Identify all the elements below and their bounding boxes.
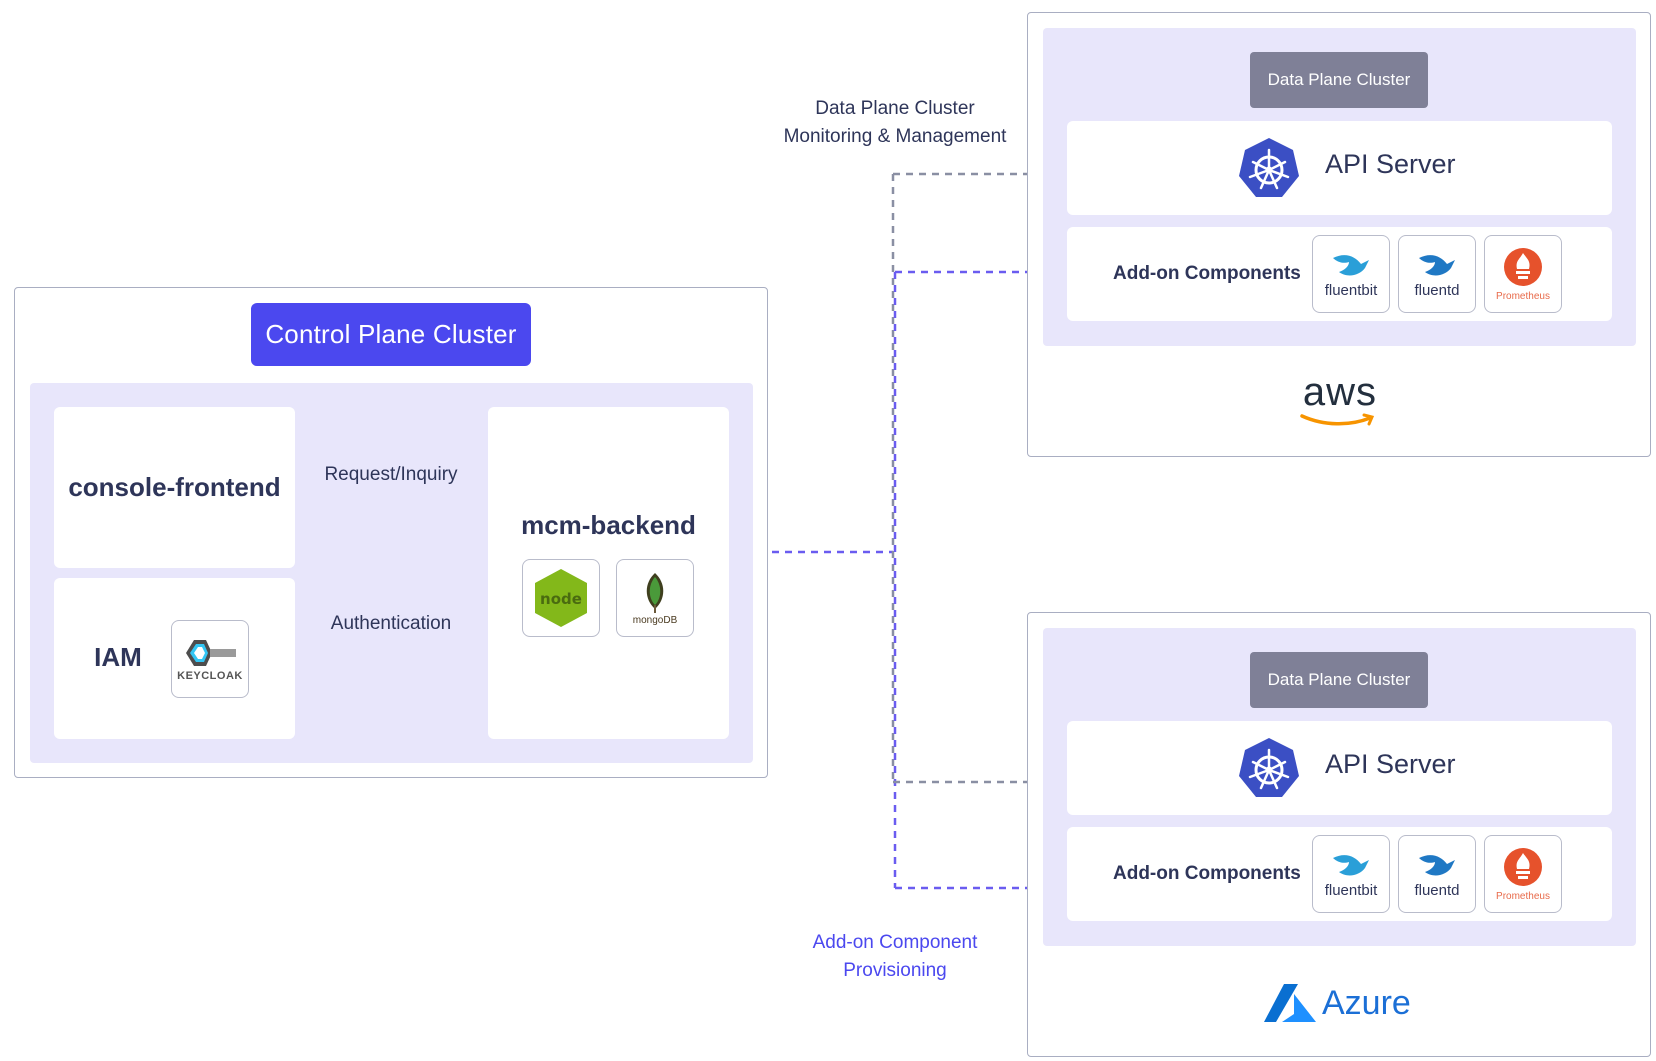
addons-card-azure: Add-on Components fluentbit fluentd Prom… bbox=[1067, 827, 1612, 921]
fluentd-logo: fluentd bbox=[1398, 835, 1476, 913]
prometheus-logo: Prometheus bbox=[1484, 835, 1562, 913]
aws-smile-icon bbox=[1300, 413, 1375, 426]
api-server-card-aws: API Server bbox=[1067, 121, 1612, 215]
iam-card: IAM KEYCLOAK bbox=[54, 578, 295, 739]
addons-card-aws: Add-on Components fluentbit fluentd Prom… bbox=[1067, 227, 1612, 321]
azure-text: Azure bbox=[1322, 983, 1411, 1022]
aws-text: aws bbox=[1302, 370, 1378, 414]
fluentbit-text: fluentbit bbox=[1324, 881, 1378, 899]
kubernetes-icon bbox=[1239, 738, 1299, 797]
svg-text:node: node bbox=[540, 590, 582, 608]
prometheus-text: Prometheus bbox=[1496, 890, 1550, 902]
keycloak-logo: KEYCLOAK bbox=[171, 620, 249, 698]
nodejs-logo: node bbox=[522, 559, 600, 637]
aws-logo: aws bbox=[1290, 372, 1390, 428]
mongodb-icon bbox=[646, 572, 664, 613]
api-server-label-azure: API Server bbox=[1325, 749, 1456, 779]
provisioning-label-line2: Provisioning bbox=[843, 960, 947, 981]
azure-logo: Azure bbox=[1264, 980, 1424, 1026]
data-plane-aws-title: Data Plane Cluster bbox=[1250, 52, 1428, 108]
mongodb-logo: mongoDB bbox=[616, 559, 694, 637]
mcm-backend-card: mcm-backend node mongoDB bbox=[488, 407, 729, 739]
fluentbit-text: fluentbit bbox=[1324, 281, 1378, 299]
prometheus-icon bbox=[1504, 847, 1542, 886]
keycloak-icon bbox=[186, 640, 236, 666]
fluentd-icon bbox=[1419, 254, 1455, 275]
data-plane-azure-title: Data Plane Cluster bbox=[1250, 652, 1428, 708]
prometheus-text: Prometheus bbox=[1496, 290, 1550, 302]
keycloak-text: KEYCLOAK bbox=[177, 670, 243, 682]
prometheus-logo: Prometheus bbox=[1484, 235, 1562, 313]
api-server-card-azure: API Server bbox=[1067, 721, 1612, 815]
console-frontend-card: console-frontend bbox=[54, 407, 295, 568]
prometheus-icon bbox=[1504, 247, 1542, 286]
mongodb-text: mongoDB bbox=[632, 614, 678, 626]
monitoring-label-line1: Data Plane Cluster bbox=[815, 98, 975, 119]
fluentbit-logo: fluentbit bbox=[1312, 235, 1390, 313]
fluentbit-icon bbox=[1333, 254, 1369, 275]
fluentd-icon bbox=[1419, 854, 1455, 875]
control-plane-title: Control Plane Cluster bbox=[251, 303, 531, 366]
console-frontend-label: console-frontend bbox=[68, 472, 281, 502]
fluentd-text: fluentd bbox=[1414, 281, 1460, 299]
iam-label: IAM bbox=[94, 641, 142, 672]
fluentd-logo: fluentd bbox=[1398, 235, 1476, 313]
request-label: Request/Inquiry bbox=[324, 464, 458, 485]
monitoring-label-line2: Monitoring & Management bbox=[783, 126, 1007, 147]
fluentd-text: fluentd bbox=[1414, 881, 1460, 899]
fluentbit-logo: fluentbit bbox=[1312, 835, 1390, 913]
auth-label: Authentication bbox=[330, 613, 452, 634]
azure-icon bbox=[1264, 984, 1316, 1022]
mcm-backend-label: mcm-backend bbox=[521, 509, 696, 540]
monitoring-label: Data Plane Cluster Monitoring & Manageme… bbox=[760, 95, 1030, 151]
fluentbit-icon bbox=[1333, 854, 1369, 875]
provisioning-label-line1: Add-on Component bbox=[812, 932, 978, 953]
addons-label-azure: Add-on Components bbox=[1113, 863, 1301, 884]
provisioning-label: Add-on Component Provisioning bbox=[760, 929, 1030, 985]
addons-label-aws: Add-on Components bbox=[1113, 263, 1301, 284]
nodejs-icon: node bbox=[535, 569, 587, 627]
kubernetes-icon bbox=[1239, 138, 1299, 197]
api-server-label-aws: API Server bbox=[1325, 149, 1456, 179]
